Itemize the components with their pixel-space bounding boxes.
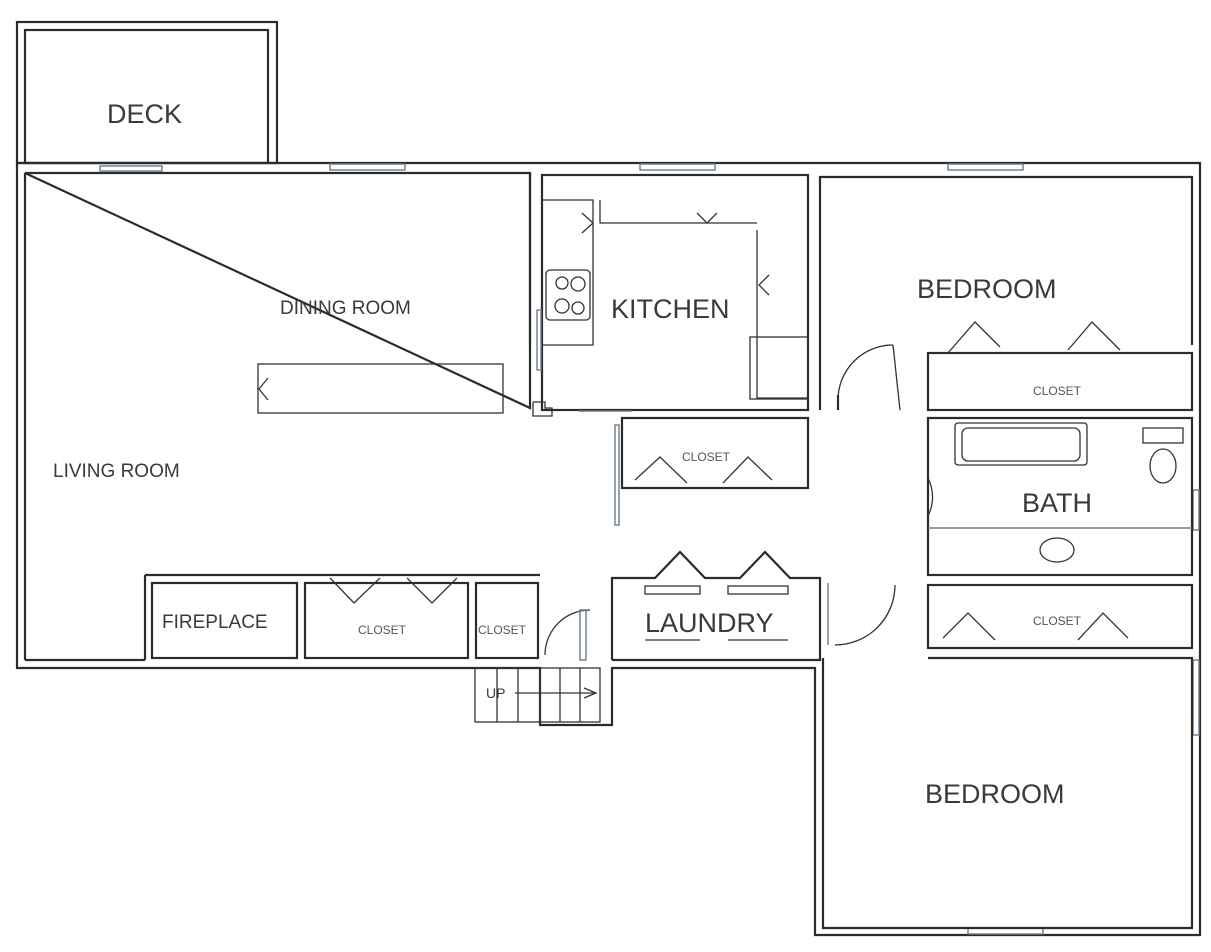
room-label-living-room: LIVING ROOM	[53, 461, 180, 482]
exterior-walls	[15, 161, 1202, 937]
closet-label-bottom-right: CLOSET	[1033, 614, 1082, 628]
bedroom-bottom-walls	[821, 583, 1194, 930]
bath-walls	[926, 416, 1194, 577]
room-label-bath: BATH	[1022, 488, 1092, 518]
stairs	[474, 667, 601, 723]
stairs-label-up: UP	[486, 685, 505, 701]
room-label-fireplace: FIREPLACE	[162, 612, 268, 633]
closet-label-top-right: CLOSET	[1033, 384, 1082, 398]
kitchen-area	[536, 173, 810, 412]
hall-closet-walls	[620, 416, 810, 490]
bedroom-top-walls	[818, 175, 1194, 412]
bottom-left-rooms	[150, 577, 591, 661]
room-label-bedroom-bottom: BEDROOM	[925, 779, 1065, 809]
laundry-walls	[610, 550, 822, 662]
closet-label-living: CLOSET	[358, 623, 407, 637]
room-label-kitchen: KITCHEN	[611, 294, 730, 324]
room-label-bedroom-top: BEDROOM	[917, 274, 1057, 304]
closet-label-hall: CLOSET	[682, 450, 731, 464]
room-label-deck: DECK	[107, 99, 182, 129]
dining-counter	[257, 363, 632, 526]
closet-label-small: CLOSET	[478, 623, 527, 637]
room-label-dining-room: DINING ROOM	[280, 298, 411, 319]
deck-walls	[15, 20, 279, 165]
room-label-laundry: LAUNDRY	[645, 608, 774, 638]
